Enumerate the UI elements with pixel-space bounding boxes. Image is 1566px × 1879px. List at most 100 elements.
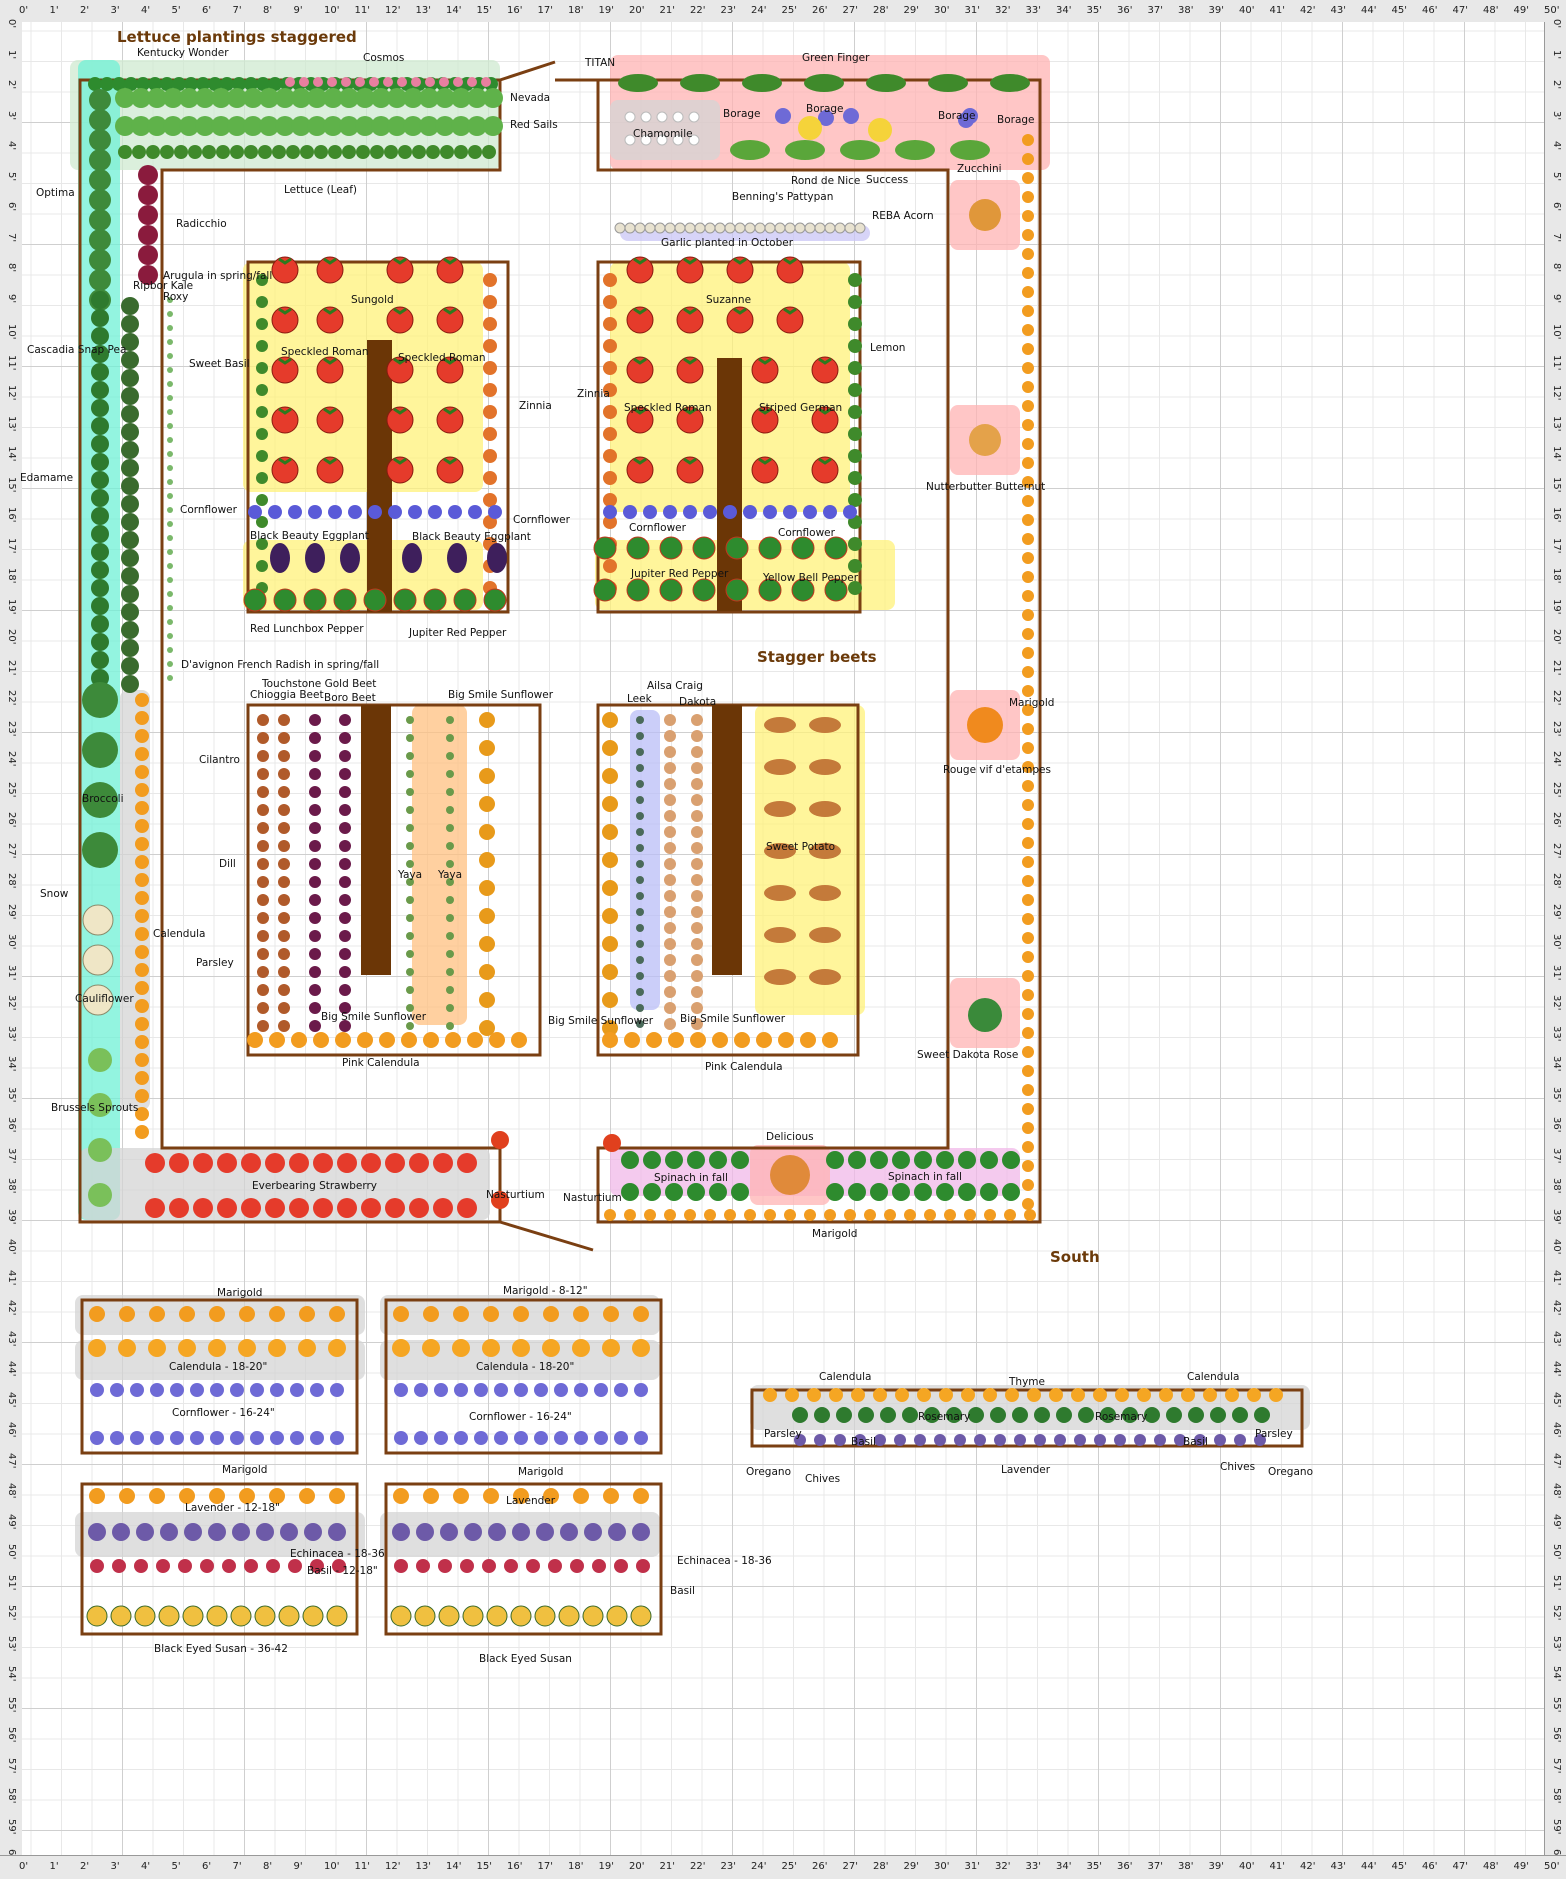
plant-label[interactable]: Benning's Pattypan <box>732 191 834 203</box>
plant-label[interactable]: Big Smile Sunflower <box>680 1013 786 1025</box>
plant-label[interactable]: Ailsa Craig <box>647 680 703 692</box>
plant-label[interactable]: Marigold <box>812 1228 858 1240</box>
plant-label[interactable]: Arugula in spring/fall <box>163 270 273 282</box>
plant-label[interactable]: Oregano <box>1268 1466 1313 1478</box>
plant-label[interactable]: Edamame <box>20 472 74 484</box>
plant-label[interactable]: Chives <box>805 1473 841 1485</box>
plant-label[interactable]: Striped German <box>759 402 843 414</box>
plant-label[interactable]: Marigold <box>217 1287 263 1299</box>
plant-label[interactable]: Zinnia <box>519 400 552 412</box>
plant-label[interactable]: Echinacea - 18-36 <box>677 1555 772 1567</box>
plant-label[interactable]: Cascadia Snap Pea <box>27 344 127 356</box>
plant-label[interactable]: Cornflower <box>778 527 835 539</box>
plant-label[interactable]: Pink Calendula <box>342 1057 420 1069</box>
plant-label[interactable]: Chamomile <box>633 128 693 140</box>
plant-label[interactable]: Sweet Basil <box>189 358 250 370</box>
plant-label[interactable]: Lavender <box>506 1495 556 1507</box>
plant-label[interactable]: Zinnia <box>577 388 610 400</box>
plant-label[interactable]: Kentucky Wonder <box>137 47 229 59</box>
plant-label[interactable]: Calendula <box>819 1371 872 1383</box>
plant-label[interactable]: Yaya <box>398 869 423 881</box>
plant-label[interactable]: Lettuce (Leaf) <box>284 184 358 196</box>
plant-label[interactable]: Broccoli <box>82 793 124 805</box>
plant-label[interactable]: Thyme <box>1009 1376 1045 1388</box>
plant-label[interactable]: Big Smile Sunflower <box>448 689 554 701</box>
plant-label[interactable]: Dakota <box>679 696 717 708</box>
plant-label[interactable]: Echinacea - 18-36 <box>290 1548 385 1560</box>
plant-label[interactable]: D'avignon French Radish in spring/fall <box>181 659 380 671</box>
plant-label[interactable]: Calendula - 18-20" <box>476 1361 575 1373</box>
plant-label[interactable]: Parsley <box>1255 1428 1293 1440</box>
plant-label[interactable]: Ripbor Kale <box>133 280 194 292</box>
plant-label[interactable]: Dill <box>219 858 236 870</box>
plant-label[interactable]: Suzanne <box>706 294 752 306</box>
plant-label[interactable]: Success <box>866 174 909 186</box>
plant-label[interactable]: Boro Beet <box>324 692 376 704</box>
plant-label[interactable]: Big Smile Sunflower <box>321 1011 427 1023</box>
plant-label[interactable]: Spinach in fall <box>888 1171 962 1183</box>
plant-label[interactable]: Borage <box>938 110 976 122</box>
plant-label[interactable]: Rosemary <box>918 1411 971 1423</box>
plant-label[interactable]: Cauliflower <box>75 993 134 1005</box>
plant-label[interactable]: Calendula - 18-20" <box>169 1361 268 1373</box>
plant-label[interactable]: Basil - 12-18" <box>307 1565 378 1577</box>
plant-label[interactable]: Parsley <box>196 957 234 969</box>
plant-label[interactable]: Lemon <box>870 342 906 354</box>
plant-label[interactable]: Chives <box>1220 1461 1256 1473</box>
plant-label[interactable]: Red Sails <box>510 119 558 131</box>
plant-label[interactable]: Oregano <box>746 1466 791 1478</box>
plant-label[interactable]: Touchstone Gold Beet <box>262 678 377 690</box>
plant-label[interactable]: Cornflower <box>629 522 686 534</box>
plant-label[interactable]: Nasturtium <box>563 1192 622 1204</box>
plant-label[interactable]: Cornflower <box>513 514 570 526</box>
plant-label[interactable]: Red Lunchbox Pepper <box>250 623 364 635</box>
plant-label[interactable]: REBA Acorn <box>872 210 934 222</box>
plant-label[interactable]: Lavender <box>1001 1464 1051 1476</box>
plant-label[interactable]: Brussels Sprouts <box>51 1102 139 1114</box>
plant-label[interactable]: Spinach in fall <box>654 1172 728 1184</box>
plant-label[interactable]: Jupiter Red Pepper <box>409 627 507 639</box>
plant-label[interactable]: Basil <box>1183 1436 1208 1448</box>
plant-label[interactable]: Yellow Bell Pepper <box>763 572 859 584</box>
plant-label[interactable]: Marigold - 8-12" <box>503 1285 588 1297</box>
plant-label[interactable]: Marigold <box>518 1466 564 1478</box>
plant-label[interactable]: Nasturtium <box>486 1189 545 1201</box>
plant-label[interactable]: Parsley <box>764 1428 802 1440</box>
plant-label[interactable]: Basil <box>851 1436 876 1448</box>
plant-label[interactable]: Speckled Roman <box>398 352 486 364</box>
plant-label[interactable]: Jupiter Red Pepper <box>631 568 729 580</box>
plant-label[interactable]: Nevada <box>510 92 551 104</box>
plant-label[interactable]: Leek <box>627 693 652 705</box>
plant-label[interactable]: Cornflower <box>180 504 237 516</box>
plant-label[interactable]: Black Eyed Susan <box>479 1653 572 1665</box>
plant-label[interactable]: Rond de Nice <box>791 175 861 187</box>
plant-label[interactable]: Rosemary <box>1095 1411 1148 1423</box>
plant-label[interactable]: Yaya <box>438 869 463 881</box>
plant-label[interactable]: Rouge vif d'etampes <box>943 764 1051 776</box>
plant-label[interactable]: Black Eyed Susan - 36-42 <box>154 1643 288 1655</box>
plant-label[interactable]: Black Beauty Eggplant <box>412 531 531 543</box>
plant-label[interactable]: Borage <box>997 114 1035 126</box>
plant-label[interactable]: Optima <box>36 187 75 199</box>
plant-label[interactable]: Calendula <box>1187 1371 1240 1383</box>
plant-label[interactable]: Marigold <box>222 1464 268 1476</box>
plant-label[interactable]: Pink Calendula <box>705 1061 783 1073</box>
plant-label[interactable]: Cornflower - 16-24" <box>172 1407 275 1419</box>
plant-label[interactable]: Chioggia Beet <box>250 689 324 701</box>
plant-label[interactable]: Zucchini <box>957 163 1002 175</box>
plant-label[interactable]: Delicious <box>766 1131 814 1143</box>
plant-label[interactable]: Cornflower - 16-24" <box>469 1411 572 1423</box>
plant-label[interactable]: Radicchio <box>176 218 227 230</box>
plant-label[interactable]: Speckled Roman <box>624 402 712 414</box>
plant-label[interactable]: Speckled Roman <box>281 346 369 358</box>
plant-label[interactable]: Basil <box>670 1585 695 1597</box>
plant-label[interactable]: Sweet Potato <box>766 841 836 853</box>
plant-label[interactable]: Borage <box>806 103 844 115</box>
plant-label[interactable]: Cosmos <box>363 52 405 64</box>
plant-label[interactable]: Snow <box>40 888 69 900</box>
plant-label[interactable]: Green Finger <box>802 52 870 64</box>
plant-label[interactable]: Calendula <box>153 928 206 940</box>
plant-label[interactable]: Sweet Dakota Rose <box>917 1049 1019 1061</box>
plant-label[interactable]: Everbearing Strawberry <box>252 1180 377 1192</box>
